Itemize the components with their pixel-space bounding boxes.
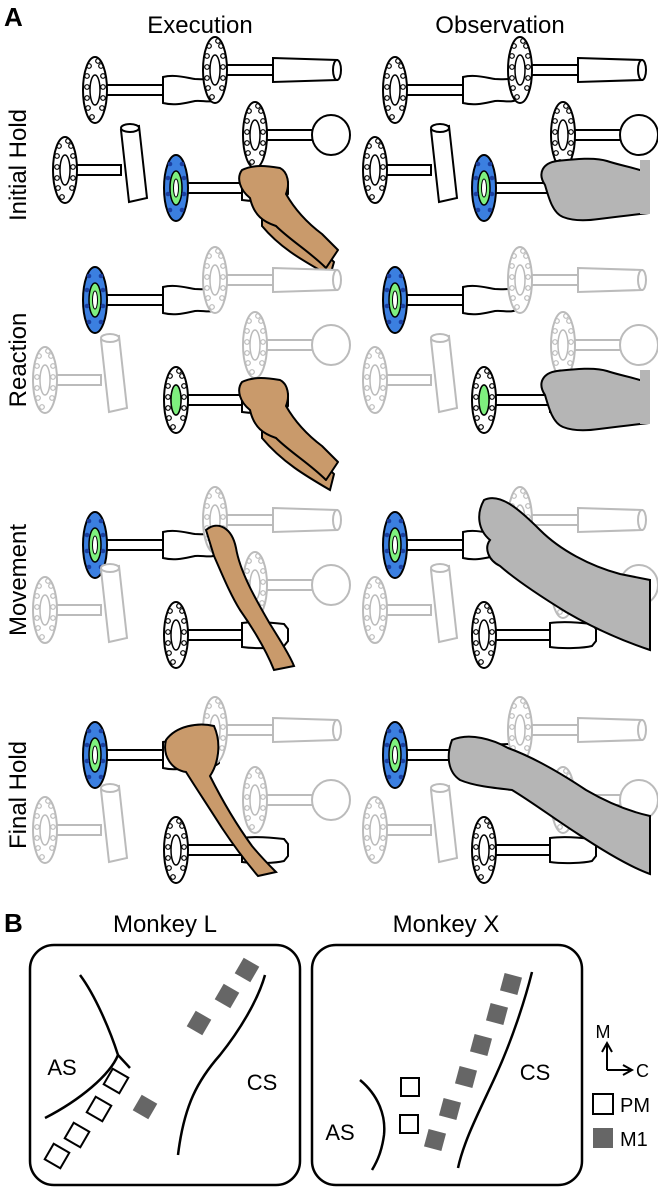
monkey-hand [238,165,339,269]
pm-marker [63,1121,91,1149]
pm-marker [400,1077,420,1097]
column-header-execution: Execution [147,12,252,39]
map-monkey-x: AS CS [310,943,584,1187]
row-label-reaction: Reaction [5,313,32,408]
scene-reaction-observation [362,246,658,434]
m1-marker [469,1033,493,1057]
sulcus-label-cs: CS [520,1060,551,1085]
panel-b-letter: B [4,908,23,938]
scene-movement-execution [32,486,351,672]
m1-marker [132,1094,158,1120]
legend-label-m1: M1 [620,1129,648,1151]
central-sulcus [176,974,267,1156]
map-title-monkey-l: Monkey L [113,911,217,938]
m1-marker [186,1010,212,1036]
map-frame [310,943,584,1187]
pm-marker [85,1095,113,1123]
row-label-final-hold: Final Hold [5,741,32,849]
legend-swatch-pm [592,1093,614,1115]
arcuate-sulcus [44,974,131,1120]
pm-sites [43,1067,130,1170]
sulcus-label-cs: CS [247,1070,278,1095]
m1-marker [234,957,260,983]
pm-sites [399,1077,420,1134]
legend-label-pm: PM [620,1095,650,1117]
compass-label-caudal: C [636,1061,649,1081]
compass-label-medial: M [596,1022,611,1042]
pm-marker [43,1142,71,1170]
map-title-monkey-x: Monkey X [393,911,500,938]
row-label-initial-hold: Initial Hold [5,109,32,221]
orientation-compass: M C [596,1022,650,1081]
m1-marker [423,1128,447,1152]
arrow-up-icon [601,1040,613,1070]
m1-sites [132,957,260,1120]
scene-movement-observation [362,486,658,669]
arcuate-sulcus [359,1079,386,1171]
legend-swatch-m1 [593,1128,613,1148]
legend: PM M1 [592,1093,650,1151]
row-label-movement: Movement [5,524,32,636]
human-hand [540,157,650,222]
m1-marker [485,1002,509,1026]
scene-final-hold-execution [32,696,351,884]
m1-marker [214,983,240,1009]
m1-marker [438,1097,462,1121]
m1-marker [499,972,523,996]
m1-marker [454,1065,478,1089]
scene-initial-hold-execution [52,36,351,278]
map-monkey-l: AS CS [28,943,302,1187]
sulcus-label-as: AS [325,1120,354,1145]
panel-a-letter: A [4,2,23,32]
pm-marker [399,1114,419,1134]
pm-marker [102,1067,130,1095]
central-sulcus [456,971,534,1169]
column-header-observation: Observation [435,12,564,39]
scene-final-hold-observation [362,696,658,884]
scene-reaction-execution [32,246,351,492]
m1-sites [423,972,523,1152]
sulcus-label-as: AS [47,1055,76,1080]
arrow-right-icon [607,1064,635,1076]
scene-initial-hold-observation [362,36,658,222]
